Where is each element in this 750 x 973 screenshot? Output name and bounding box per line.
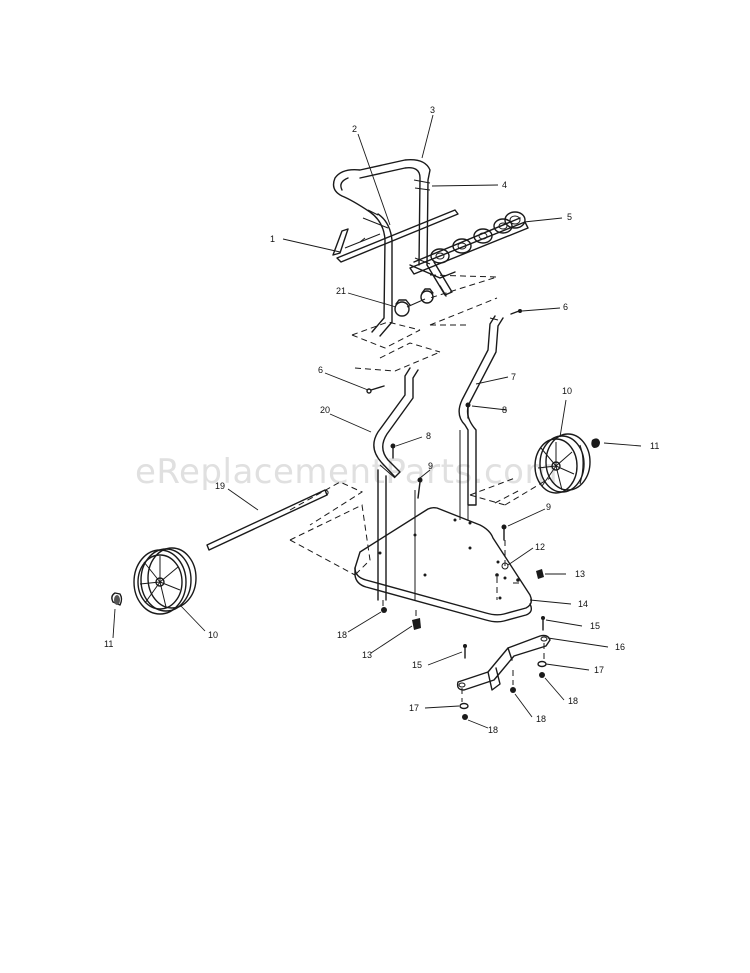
hardware — [366, 309, 547, 720]
callout-4: 4 — [502, 180, 507, 190]
callout-labels: 1 2 3 4 5 6 6 7 8 8 9 9 10 10 11 11 12 1… — [104, 105, 659, 735]
callout-3: 3 — [430, 105, 435, 115]
callout-1: 1 — [270, 234, 275, 244]
callout-11-right: 11 — [650, 441, 659, 451]
callout-12: 12 — [535, 542, 545, 552]
left-frame-tube — [373, 367, 419, 478]
upper-handle-tube — [332, 159, 431, 333]
callout-17-right: 17 — [594, 665, 604, 675]
callout-6-left: 6 — [318, 365, 323, 375]
callout-18-lower: 18 — [488, 725, 498, 735]
left-hubcap — [111, 592, 123, 606]
knob-pair — [394, 288, 434, 317]
callout-7: 7 — [511, 372, 516, 382]
callout-15-left: 15 — [412, 660, 422, 670]
callout-15-right: 15 — [590, 621, 600, 631]
callout-2: 2 — [352, 124, 357, 134]
axle-assembly — [111, 433, 600, 615]
callout-13-left: 13 — [362, 650, 372, 660]
callout-19: 19 — [215, 481, 225, 491]
callout-8-left: 8 — [426, 431, 431, 441]
callout-18-left: 18 — [337, 630, 347, 640]
base-plate — [354, 506, 533, 616]
left-wheel — [133, 547, 197, 615]
callout-11-left: 11 — [104, 639, 113, 649]
callout-13-right: 13 — [575, 569, 585, 579]
right-hubcap — [591, 438, 600, 448]
callout-10-right: 10 — [562, 386, 572, 396]
watermark-text: eReplacementParts.com — [135, 452, 558, 492]
callout-21: 21 — [336, 286, 346, 296]
callout-9-right: 9 — [546, 502, 551, 512]
foot-bracket — [456, 634, 551, 702]
callout-17-left: 17 — [409, 703, 419, 713]
callout-18-center: 18 — [536, 714, 546, 724]
foot-bracket-body — [456, 634, 551, 691]
callout-5: 5 — [567, 212, 572, 222]
callout-20: 20 — [320, 405, 330, 415]
callout-10-left: 10 — [208, 630, 218, 640]
callout-9-left: 9 — [428, 461, 433, 471]
upper-handle-assembly — [332, 159, 529, 372]
callout-8-right: 8 — [502, 405, 507, 415]
nozzle-holder — [409, 211, 529, 275]
callout-18-right: 18 — [568, 696, 578, 706]
callout-leaders — [112, 114, 642, 729]
callout-14: 14 — [578, 599, 588, 609]
hose-rack-bracket — [332, 228, 349, 256]
callout-16: 16 — [615, 642, 625, 652]
right-wheel — [534, 433, 591, 494]
callout-6-upper: 6 — [563, 302, 568, 312]
